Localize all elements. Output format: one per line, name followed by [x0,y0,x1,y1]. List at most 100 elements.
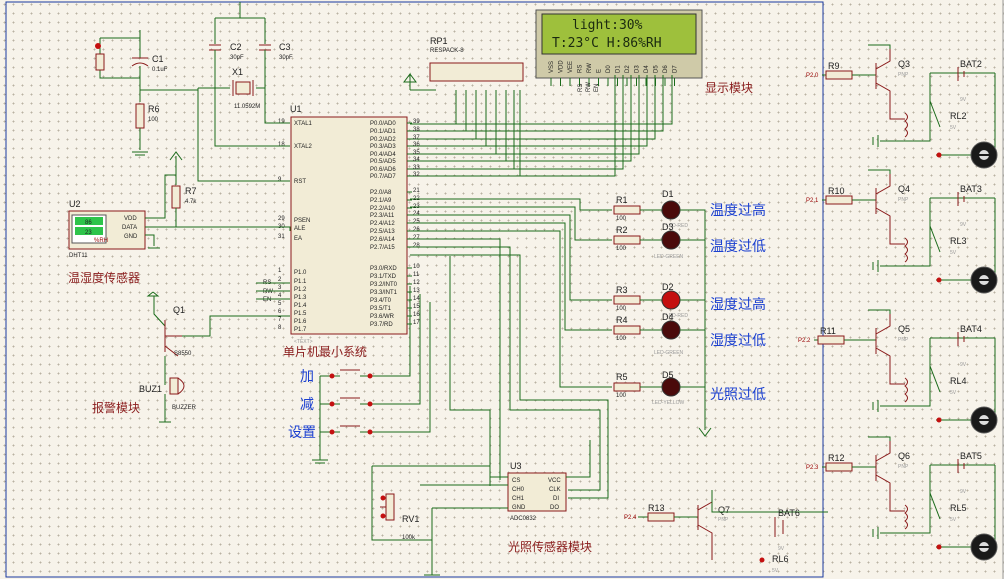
svg-text:D1: D1 [662,189,674,199]
relay-ref: RL5 [950,503,967,513]
svg-text:R6: R6 [148,104,160,114]
battery-value: 9V [960,222,967,228]
resistor-ref: R10 [828,186,845,196]
led-d1 [661,200,681,220]
svg-text:RP1: RP1 [430,36,448,46]
battery-value: 9V [960,362,967,368]
svg-text:LED-GREEN: LED-GREEN [654,254,684,260]
p0-bus-wires [410,75,673,177]
lcd-pin-label: D6 [663,65,669,73]
svg-text:100: 100 [148,117,159,123]
u1-pin-number: 21 [413,188,420,194]
svg-text:R7: R7 [185,186,197,196]
svg-text:R4: R4 [616,315,628,325]
u1-pin-number: 25 [413,219,420,225]
u1-pin-number: 36 [413,142,420,148]
battery-ref: BAT2 [960,59,982,69]
led-label-hum-high: 湿度过高 [710,296,766,313]
u1-pin-name: P2.5/A13 [370,229,395,235]
led-d3 [661,230,681,250]
svg-text:<TEXT>: <TEXT> [294,339,313,345]
svg-text:30pF: 30pF [230,55,244,61]
u1-pin-name: P0.3/AD3 [370,144,396,150]
battery-ref: BAT4 [960,324,982,334]
led-d4 [661,320,681,340]
u1-pin-number: 26 [413,227,420,233]
u1-pin-name: P0.2/AD2 [370,137,396,143]
svg-text:LED-RED: LED-RED [666,313,688,319]
svg-text:R5: R5 [616,372,628,382]
u1-pin-number: 39 [413,119,420,125]
svg-text:D4: D4 [662,312,674,322]
u1-pin-number: 7 [278,317,282,323]
u1-pin-number: 17 [413,320,420,326]
u1-pin-number: 37 [413,135,420,141]
lcd-pin-label: D5 [654,65,660,73]
svg-text:LED-RED: LED-RED [666,223,688,229]
svg-text:R3: R3 [616,285,628,295]
light-sensor-label: 光照传感器模块 [508,539,592,554]
lcd-pin-label: D2 [625,65,631,73]
svg-text:LED-GREEN: LED-GREEN [654,350,684,356]
u1-pin-number: 2 [278,277,282,283]
svg-text:EN: EN [594,84,600,92]
svg-text:DATA: DATA [122,225,137,231]
transistor-type: PNP [898,72,909,78]
button-set-label: 设置 [288,425,316,441]
u1-pin-name: P1.6 [294,319,307,325]
u1-pin-number: 33 [413,165,420,171]
u1-pin-name: P1.1 [294,279,307,285]
u1-pin-name: RST [294,179,306,185]
crystal-section: C2 30pF C3 30pF X1 11.0592M [197,2,293,182]
svg-text:R1: R1 [616,195,628,205]
resistor-ref: R11 [820,326,836,336]
svg-text:D2: D2 [662,282,674,292]
svg-text:CS: CS [512,478,520,484]
lcd-pin-label: VEE [568,61,574,73]
u1-pin-number: 8 [278,325,282,331]
u1-pin-number: 6 [278,309,282,315]
svg-text:P2.4: P2.4 [624,515,637,521]
svg-text:Q1: Q1 [173,305,185,315]
u1-pin-number: 34 [413,157,420,163]
led-section: R1 100 R2 100 R3 100 R4 100 R5 100 D1 LE… [410,189,712,437]
u1-pin-number: 3 [278,285,282,291]
lcd-pin-label: RW [587,63,593,73]
battery-ref: BAT3 [960,184,982,194]
resistor [817,335,845,345]
svg-text:VDD: VDD [124,216,137,222]
transistor-ref: Q4 [898,184,910,194]
led-label-hum-low: 湿度过低 [710,333,766,349]
svg-text:RW: RW [586,82,592,92]
svg-text:BAT6: BAT6 [778,508,800,518]
svg-text:100: 100 [616,216,627,222]
u1-pin-number: 18 [278,142,285,148]
resistor-pack-rp1: RP1 RESPACK-8 [403,36,524,91]
u1-pin-name: P1.5 [294,311,307,317]
battery-value: 9V [960,489,967,495]
svg-text:DHT11: DHT11 [69,253,88,259]
svg-text:DI: DI [553,496,559,502]
svg-text:9V: 9V [778,546,785,552]
lcd-net-labels: RS RW EN [578,82,600,92]
u1-pin-name: ALE [294,226,305,232]
svg-text:EN: EN [263,297,271,303]
svg-text:RL6: RL6 [772,554,789,564]
u1-pin-name: P2.0/A8 [370,190,392,196]
svg-text:PNP: PNP [718,517,729,523]
net-label: P2.3 [806,465,819,471]
relay-ref: RL3 [950,236,967,246]
svg-text:GND: GND [512,505,526,511]
u1-pin-name: P3.0/RXD [370,266,397,272]
lcd-pin-label: RS [578,65,584,73]
u1-pin-name: XTAL1 [294,121,313,127]
u1-pin-name: P2.3/A11 [370,213,395,219]
led-label-temp-high: 温度过高 [710,202,766,219]
relay-channel-q7: P2.4 R13 Q7 PNP BAT6 9V RL6 5V [624,490,828,574]
u1-pin-number: 14 [413,296,420,302]
svg-text:D5: D5 [662,370,674,380]
button-add-label: 加 [300,369,314,385]
svg-text:CLK: CLK [549,487,561,493]
u1-pin-name: P0.1/AD1 [370,129,396,135]
